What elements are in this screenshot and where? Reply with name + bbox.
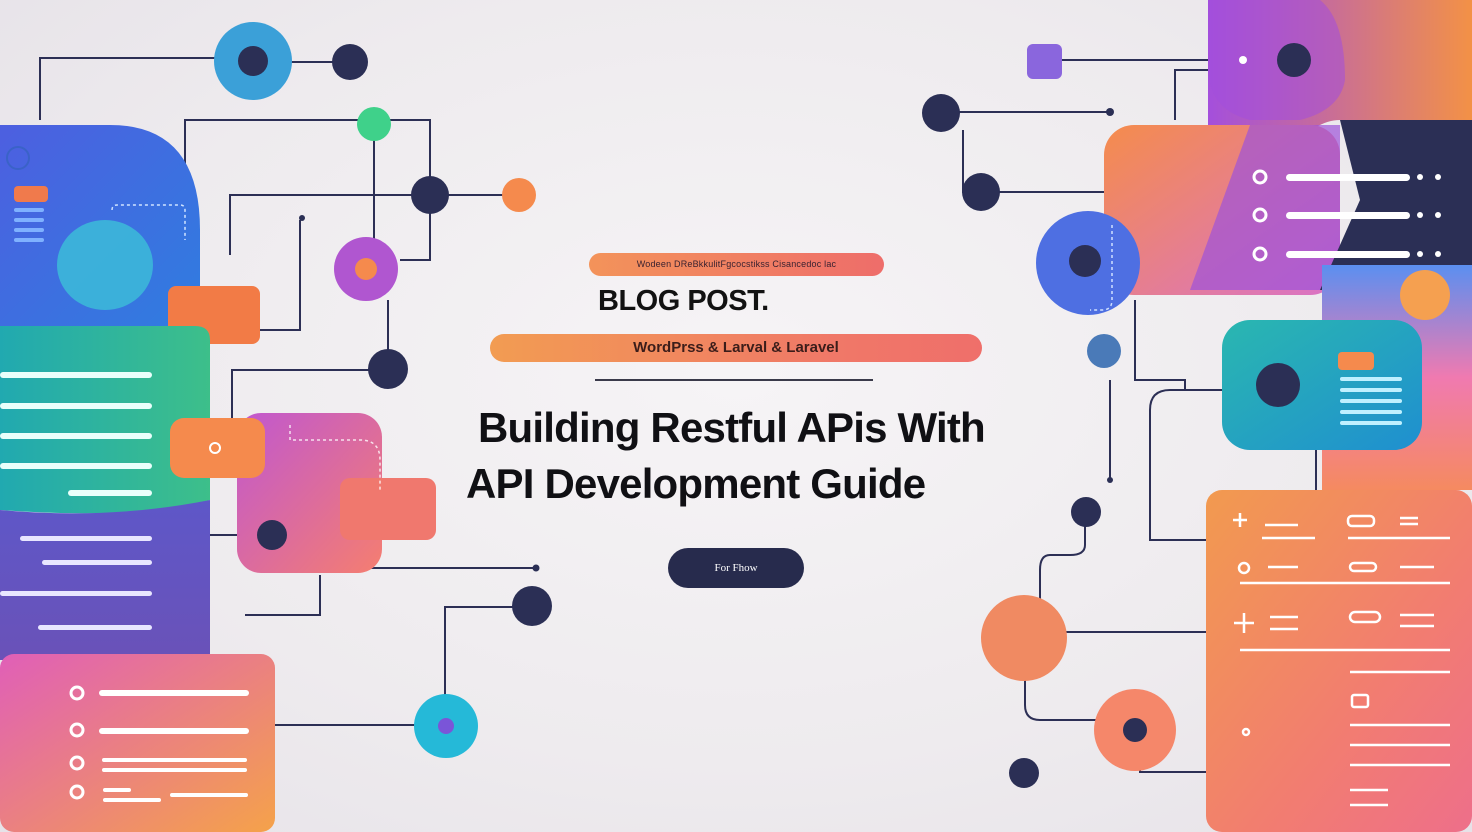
right-orange-node bbox=[1400, 270, 1450, 320]
cta-button[interactable]: For Fhow bbox=[668, 548, 804, 588]
right-teal-card bbox=[1222, 320, 1422, 450]
page-title: Building Restful APis With API Developme… bbox=[440, 400, 1060, 512]
right-bottom-card bbox=[1206, 490, 1472, 832]
blog-post-label: BLOG POST. bbox=[598, 285, 769, 317]
left-teal-card bbox=[0, 326, 210, 514]
left-nodes bbox=[214, 22, 552, 758]
left-blue-panel bbox=[0, 125, 200, 330]
right-orange-purple-panel bbox=[1104, 120, 1472, 295]
right-nodes bbox=[922, 43, 1311, 788]
left-sunset-card bbox=[0, 654, 275, 832]
title-line-1: Building Restful APis With bbox=[478, 404, 986, 451]
tags-pill: WordPrss & Larval & Laravel bbox=[490, 334, 982, 362]
left-purple-card bbox=[0, 500, 210, 660]
title-divider bbox=[595, 379, 873, 381]
title-line-2: API Development Guide bbox=[466, 460, 926, 507]
eyebrow-pill: Wodeen DReBkkulitFgcocstikss Cisancedoc … bbox=[589, 253, 884, 276]
